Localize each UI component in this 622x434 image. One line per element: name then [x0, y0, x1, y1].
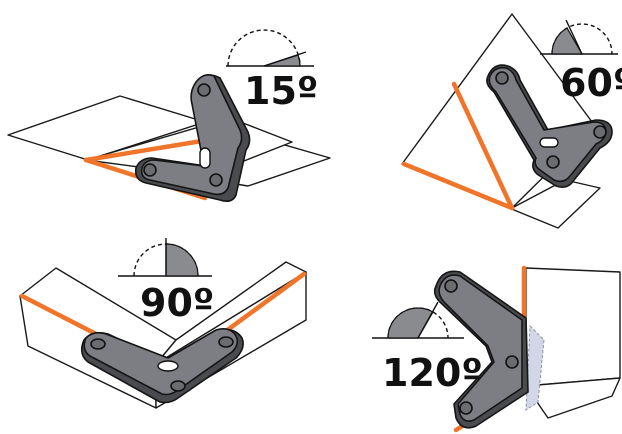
magnetic-angle-clamp [433, 270, 529, 429]
angle-label: 15º [244, 69, 318, 113]
clamp-hole [197, 83, 211, 97]
angle-label: 90º [140, 281, 214, 325]
orange-edge-line [451, 81, 515, 211]
magnet-shadow [525, 324, 545, 411]
clamp-hole [546, 155, 560, 169]
clamp-hole [505, 355, 519, 369]
clamp-hole [209, 173, 223, 187]
angle-label: 60º [560, 61, 622, 105]
clamp-hole [170, 380, 186, 392]
workpiece-base-sheet [525, 377, 621, 419]
panel-120-degrees: 120º [372, 265, 621, 433]
clamp-hole [495, 71, 509, 85]
angle-gauge [372, 301, 464, 339]
magnetic-angle-clamp [80, 328, 244, 404]
angle-gauge [540, 19, 618, 55]
clamp-hole [90, 338, 106, 350]
angle-gauge [226, 29, 314, 67]
orange-edge-line [83, 137, 211, 163]
clamp-hole [459, 401, 473, 415]
clamp-hole [143, 163, 157, 177]
panel-90-degrees: 90º [19, 238, 307, 409]
orange-edge-line [401, 161, 515, 211]
magnetic-angle-clamp [486, 64, 613, 188]
magnetic-angle-clamp [134, 74, 251, 202]
panel-60-degrees: 60º [401, 13, 622, 229]
clamp-hole [593, 125, 607, 139]
clamp-hole [218, 336, 234, 348]
angle-label: 120º [382, 351, 483, 395]
angle-gauge [118, 238, 212, 277]
panel-15-degrees: 15º [7, 29, 331, 202]
clamp-hole [444, 279, 458, 293]
